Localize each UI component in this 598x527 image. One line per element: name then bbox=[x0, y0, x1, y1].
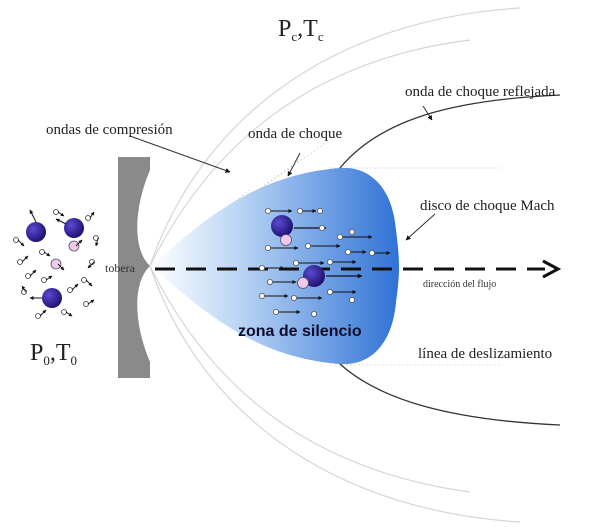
silence-zone-label: zona de silencio bbox=[238, 323, 362, 340]
reflected-shock-curves bbox=[339, 94, 561, 426]
small-molecules bbox=[258, 207, 375, 317]
medium-molecule bbox=[68, 240, 80, 252]
silence-zone-shape bbox=[150, 167, 399, 365]
compression-waves-label: ondas de compresión bbox=[46, 122, 173, 138]
flow-axis-arrowhead bbox=[542, 259, 562, 279]
outer-boundary-curves bbox=[149, 7, 521, 523]
chamber-conditions-label: Pc,Tc bbox=[278, 16, 324, 44]
reflected-shock-label: onda de choque reflejada bbox=[405, 84, 556, 100]
slip-line-label: línea de deslizamiento bbox=[418, 346, 552, 362]
flow-direction-label: dirección del flujo bbox=[423, 279, 496, 290]
small-molecule-arrows bbox=[17, 211, 99, 317]
mach-disk-label: disco de choque Mach bbox=[420, 198, 555, 214]
large-molecule bbox=[271, 215, 327, 246]
shock-wave-label: onda de choque bbox=[248, 126, 342, 142]
large-molecule bbox=[55, 218, 84, 238]
large-molecule bbox=[297, 265, 363, 289]
source-conditions-label: P0,T0 bbox=[30, 340, 77, 368]
source-molecules bbox=[13, 209, 99, 319]
nozzle-shape bbox=[118, 157, 150, 378]
small-molecules bbox=[13, 209, 99, 319]
medium-molecule bbox=[50, 258, 62, 270]
small-molecule-arrows bbox=[265, 209, 391, 314]
pointer-arrows bbox=[129, 105, 436, 241]
nozzle-label: tobera bbox=[105, 261, 136, 275]
large-molecule bbox=[26, 209, 46, 242]
jet-molecules bbox=[258, 207, 391, 317]
large-molecule bbox=[29, 288, 62, 308]
